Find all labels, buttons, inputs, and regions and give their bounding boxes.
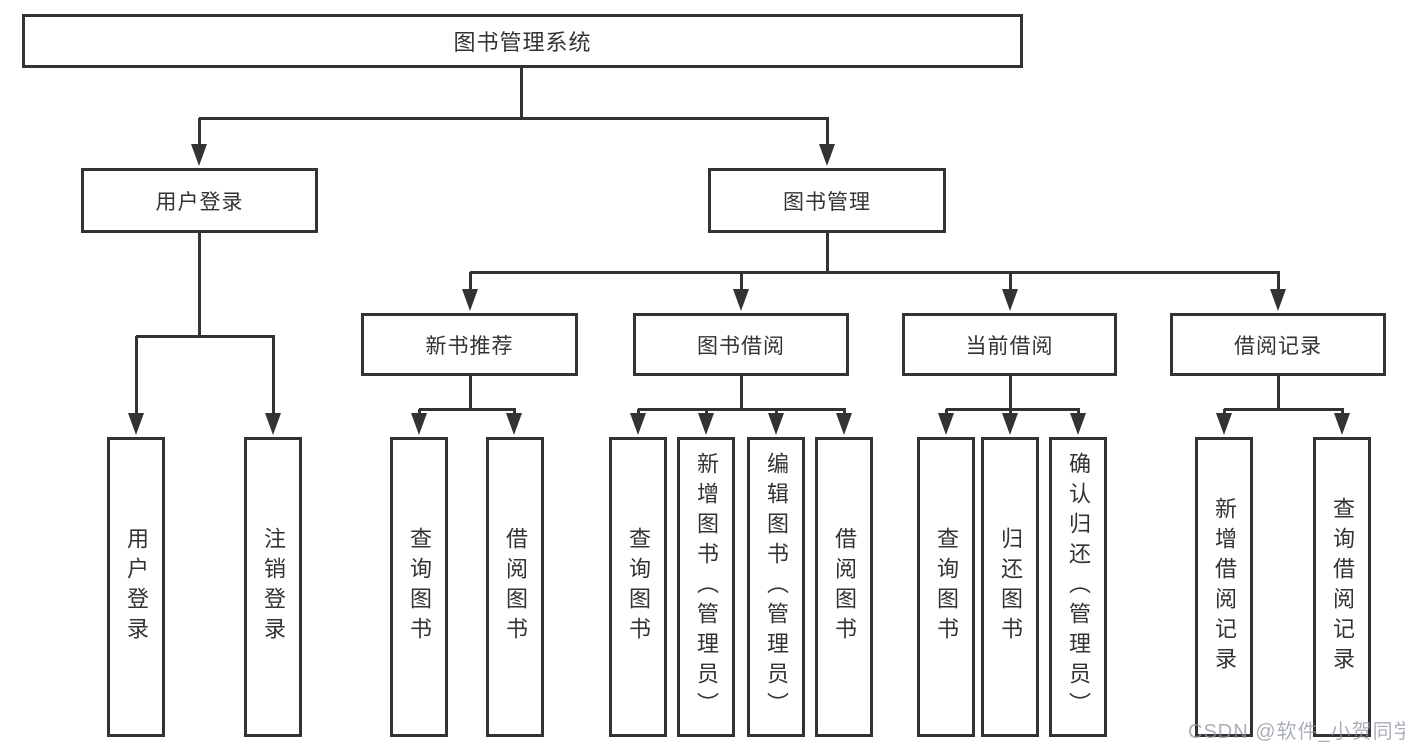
arrow-head — [733, 289, 749, 311]
leaf-borrow-book-label: 借阅图书 — [832, 527, 857, 647]
leaf-confirm-return-admin-label: 确认归还（管理员） — [1066, 452, 1091, 722]
connector-line — [470, 271, 1280, 274]
node-user-login: 用户登录 — [81, 168, 318, 233]
leaf-add-borrow-record-label: 新增借阅记录 — [1212, 497, 1237, 677]
connector-line — [1277, 374, 1280, 411]
connector-line — [419, 408, 516, 411]
arrow-head — [698, 413, 714, 435]
leaf-confirm-return-admin: 确认归还（管理员） — [1049, 437, 1107, 737]
arrow-head — [938, 413, 954, 435]
arrow-head — [191, 144, 207, 166]
connector-line — [740, 272, 743, 295]
arrow-head — [1216, 413, 1232, 435]
connector-line — [1009, 272, 1012, 295]
node-borrow-records: 借阅记录 — [1170, 313, 1386, 376]
node-book-management: 图书管理 — [708, 168, 946, 233]
arrow-head — [128, 413, 144, 435]
arrow-head — [1334, 413, 1350, 435]
connector-line — [740, 374, 743, 411]
node-book-borrow-label: 图书借阅 — [697, 334, 785, 358]
leaf-borrow-book: 借阅图书 — [815, 437, 873, 737]
arrow-head — [1070, 413, 1086, 435]
arrow-head — [1270, 289, 1286, 311]
node-book-borrow: 图书借阅 — [633, 313, 849, 376]
arrow-head — [768, 413, 784, 435]
node-current-borrow-label: 当前借阅 — [965, 334, 1054, 358]
leaf-logout-label: 注销登录 — [261, 527, 286, 647]
connector-line — [946, 408, 1080, 411]
connector-line — [135, 336, 138, 419]
node-current-borrow: 当前借阅 — [902, 313, 1117, 376]
leaf-query-book-current: 查询图书 — [917, 437, 975, 737]
node-root: 图书管理系统 — [22, 14, 1023, 68]
leaf-return-book: 归还图书 — [981, 437, 1039, 737]
leaf-logout: 注销登录 — [244, 437, 302, 737]
connector-line — [272, 336, 275, 419]
arrow-head — [411, 413, 427, 435]
leaf-add-book-admin: 新增图书（管理员） — [677, 437, 735, 737]
leaf-edit-book-admin: 编辑图书（管理员） — [747, 437, 805, 737]
node-root-label: 图书管理系统 — [453, 30, 592, 55]
connector-line — [198, 231, 201, 338]
connector-line — [198, 118, 201, 150]
leaf-query-borrow-record: 查询借阅记录 — [1313, 437, 1371, 737]
arrow-head — [265, 413, 281, 435]
csdn-watermark: CSDN @软件_小贺同学 — [1188, 721, 1405, 743]
node-new-book-recommend: 新书推荐 — [361, 313, 578, 376]
connector-line — [826, 118, 829, 150]
node-user-login-label: 用户登录 — [155, 190, 244, 214]
arrow-head — [1002, 289, 1018, 311]
leaf-query-book-borrow-label: 查询图书 — [626, 527, 651, 647]
connector-line — [1009, 374, 1012, 411]
leaf-return-book-label: 归还图书 — [998, 527, 1023, 647]
leaf-query-book-current-label: 查询图书 — [934, 527, 959, 647]
connector-line — [1277, 272, 1280, 295]
connector-line — [136, 335, 275, 338]
node-book-management-label: 图书管理 — [783, 190, 871, 214]
connector-line — [199, 117, 829, 120]
connector-line — [638, 408, 846, 411]
connector-line — [469, 374, 472, 411]
leaf-user-login-label: 用户登录 — [124, 527, 149, 647]
leaf-query-book-borrow: 查询图书 — [609, 437, 667, 737]
arrow-head — [1002, 413, 1018, 435]
connector-line — [520, 66, 523, 120]
leaf-query-book-recommend: 查询图书 — [390, 437, 448, 737]
leaf-borrow-book-recommend: 借阅图书 — [486, 437, 544, 737]
arrow-head — [836, 413, 852, 435]
leaf-borrow-book-recommend-label: 借阅图书 — [503, 527, 528, 647]
arrow-head — [819, 144, 835, 166]
leaf-query-book-recommend-label: 查询图书 — [407, 527, 432, 647]
node-borrow-records-label: 借阅记录 — [1234, 334, 1322, 358]
connector-line — [1224, 408, 1344, 411]
arrow-head — [630, 413, 646, 435]
leaf-user-login: 用户登录 — [107, 437, 165, 737]
leaf-query-borrow-record-label: 查询借阅记录 — [1330, 497, 1355, 677]
node-new-book-recommend-label: 新书推荐 — [425, 334, 514, 358]
leaf-add-borrow-record: 新增借阅记录 — [1195, 437, 1253, 737]
connector-line — [826, 231, 829, 274]
leaf-add-book-admin-label: 新增图书（管理员） — [694, 452, 719, 722]
arrow-head — [506, 413, 522, 435]
connector-line — [469, 272, 472, 295]
leaf-edit-book-admin-label: 编辑图书（管理员） — [764, 452, 789, 722]
arrow-head — [462, 289, 478, 311]
